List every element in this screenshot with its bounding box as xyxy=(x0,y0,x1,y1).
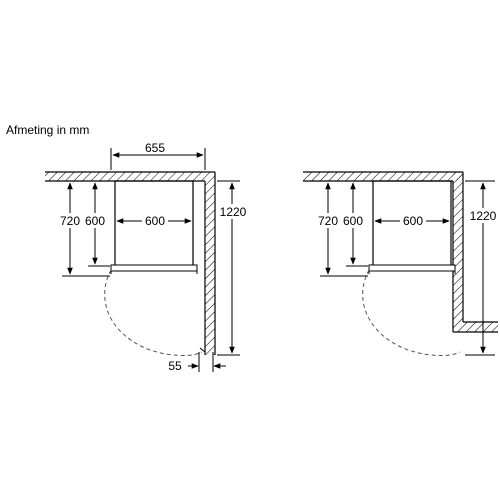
right-label-720: 720 xyxy=(318,214,338,228)
left-label-1220: 1220 xyxy=(220,205,247,219)
left-door-edge xyxy=(199,347,206,353)
right-label-600-depth: 600 xyxy=(343,214,363,228)
left-diagram: 655 720 600 600 1220 xyxy=(45,141,247,373)
right-label-600-width: 600 xyxy=(403,214,423,228)
left-door-swing xyxy=(104,269,203,356)
left-dim-appliance-width: 600 xyxy=(116,213,192,228)
right-wall-top xyxy=(303,171,463,182)
right-dim-appliance-depth: 600 xyxy=(341,182,368,267)
right-dim-niche-depth: 720 xyxy=(316,182,368,277)
left-dim-niche-depth: 720 xyxy=(58,182,110,277)
right-door-swing xyxy=(362,269,461,356)
right-dim-appliance-width: 600 xyxy=(374,213,450,228)
left-dim-total-depth: 1220 xyxy=(217,180,247,356)
left-label-655: 655 xyxy=(145,141,165,155)
left-dim-appliance-depth: 600 xyxy=(83,182,110,267)
left-wall-top xyxy=(45,171,205,182)
right-dim-total-depth: 1220 xyxy=(465,180,497,356)
right-label-1220: 1220 xyxy=(470,209,497,223)
right-diagram: 720 600 600 1220 xyxy=(303,171,498,356)
left-wall-side xyxy=(204,171,216,355)
left-label-55: 55 xyxy=(168,359,182,373)
left-label-600-depth: 600 xyxy=(85,214,105,228)
left-appliance xyxy=(110,180,198,274)
right-appliance xyxy=(368,180,456,274)
left-dim-total-width: 655 xyxy=(110,141,206,170)
right-wall-side xyxy=(452,172,498,333)
left-dim-side-clearance: 55 xyxy=(168,352,226,373)
left-label-720: 720 xyxy=(60,214,80,228)
left-label-600-width: 600 xyxy=(145,214,165,228)
dimension-caption: Afmeting in mm xyxy=(6,123,90,137)
